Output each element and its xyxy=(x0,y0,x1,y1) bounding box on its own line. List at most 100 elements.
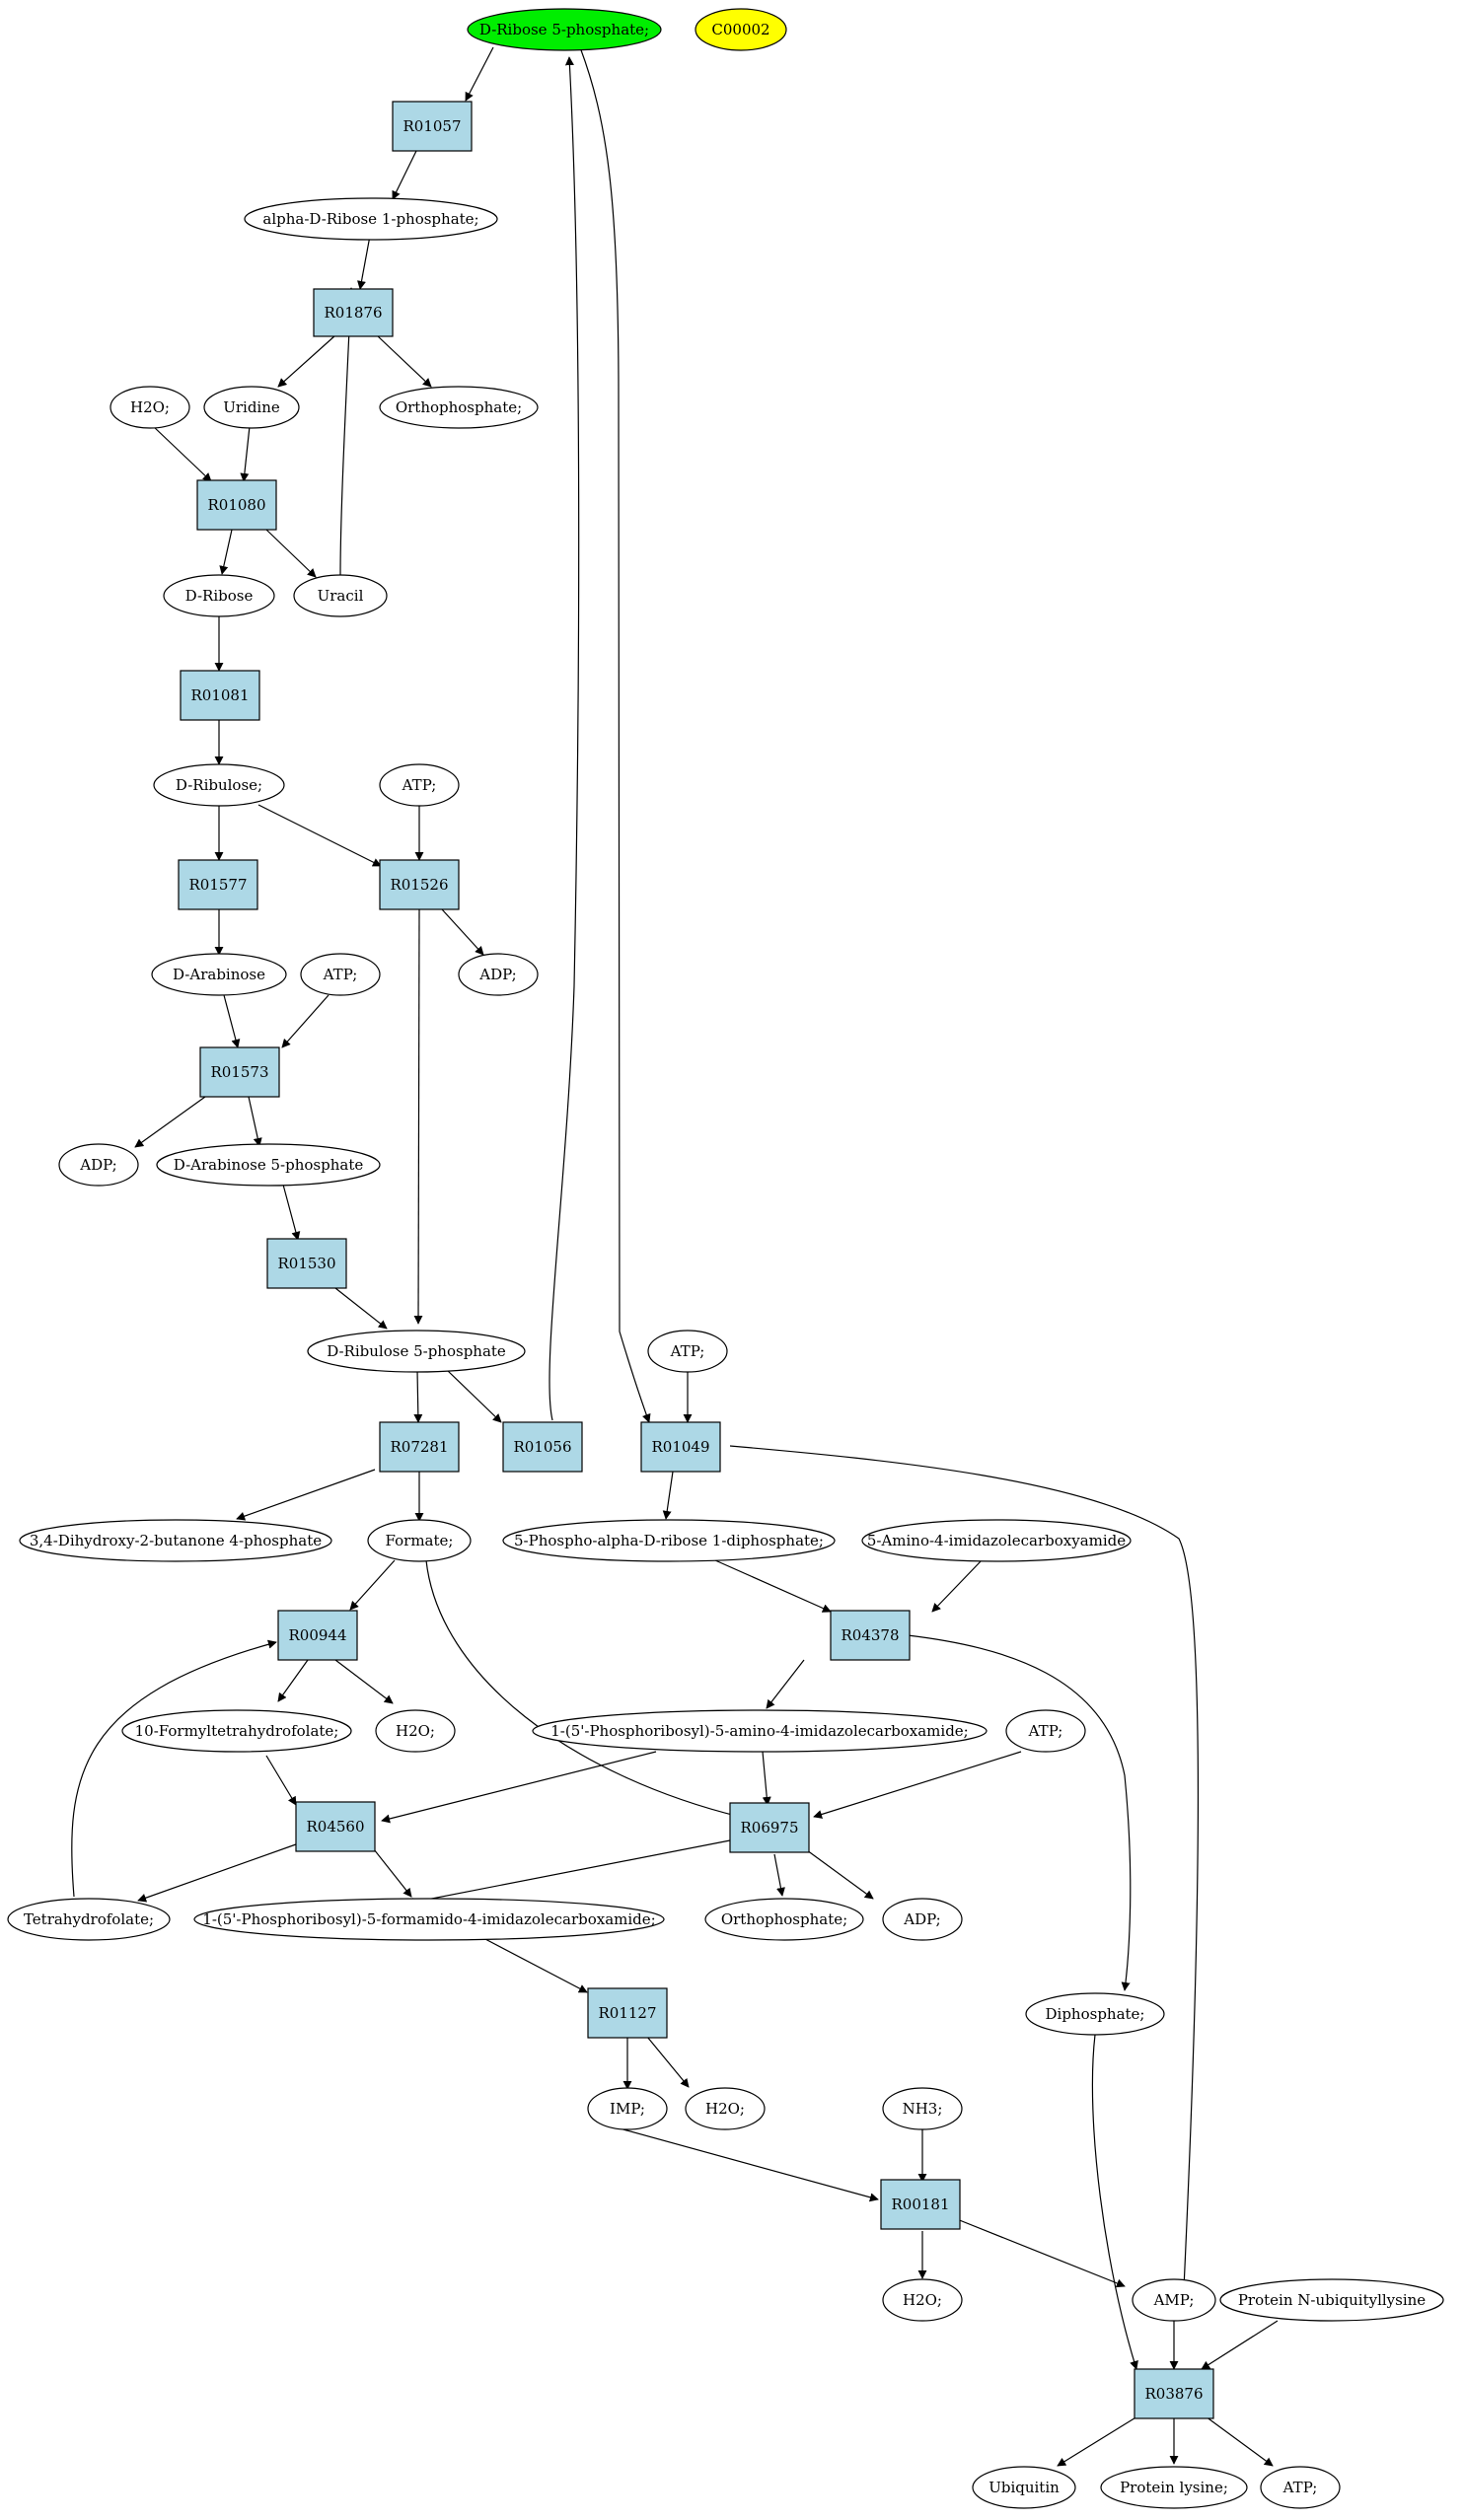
compound-node[interactable]: Orthophosphate; xyxy=(379,386,539,429)
compound-node[interactable]: D-Ribulose; xyxy=(153,763,285,807)
compound-node[interactable]: 1-(5'-Phosphoribosyl)-5-amino-4-imidazol… xyxy=(532,1709,988,1753)
compound-node[interactable]: ADP; xyxy=(882,1898,963,1941)
edge xyxy=(762,1751,771,1806)
reaction-label: R01056 xyxy=(513,1438,571,1456)
edge xyxy=(265,1755,297,1806)
reaction-label: R01081 xyxy=(190,686,249,704)
reaction-node[interactable]: R01080 xyxy=(196,479,277,531)
edge xyxy=(334,1287,388,1330)
compound-label: D-Arabinose xyxy=(173,966,265,983)
compound-node[interactable]: ATP; xyxy=(647,1330,728,1373)
compound-node[interactable]: 5-Phospho-alpha-D-ribose 1-diphosphate; xyxy=(502,1519,836,1562)
compound-node[interactable]: D-Arabinose 5-phosphate xyxy=(156,1143,381,1187)
reaction-node[interactable]: R01081 xyxy=(180,670,260,721)
compound-node[interactable]: ATP; xyxy=(379,763,460,807)
compound-label: Protein N-ubiquityllysine xyxy=(1238,2291,1426,2309)
reaction-node[interactable]: R01573 xyxy=(199,1046,280,1098)
compound-node[interactable]: Formate; xyxy=(367,1519,472,1562)
reaction-label: R03876 xyxy=(1144,2385,1203,2403)
reaction-label: R01057 xyxy=(403,117,461,135)
compound-node[interactable]: ATP; xyxy=(1260,2466,1341,2509)
edge xyxy=(381,1751,657,1824)
reaction-node[interactable]: R01049 xyxy=(640,1421,721,1473)
compound-node[interactable]: 1-(5'-Phosphoribosyl)-5-formamido-4-imid… xyxy=(193,1898,665,1941)
compound-node[interactable]: H2O; xyxy=(110,386,190,429)
compound-node[interactable]: Tetrahydrofolate; xyxy=(7,1898,171,1941)
reaction-label: R01127 xyxy=(598,2004,656,2022)
reaction-node[interactable]: R03876 xyxy=(1134,2368,1214,2419)
edge xyxy=(248,1096,262,1147)
compound-node[interactable]: Orthophosphate; xyxy=(704,1898,864,1941)
reaction-node[interactable]: R01056 xyxy=(502,1421,583,1473)
reaction-node[interactable]: R00181 xyxy=(880,2179,961,2230)
compound-node[interactable]: ADP; xyxy=(58,1143,139,1187)
compound-node[interactable]: Protein N-ubiquityllysine xyxy=(1219,2278,1444,2322)
edge xyxy=(441,908,484,956)
compound-node[interactable]: 10-Formyltetrahydrofolate; xyxy=(121,1709,352,1753)
edge xyxy=(357,235,371,290)
compound-label: ATP; xyxy=(402,776,437,794)
compound-node[interactable]: D-Ribose 5-phosphate; xyxy=(467,8,662,51)
edge xyxy=(907,1634,1132,1991)
compound-node[interactable]: ADP; xyxy=(458,953,539,996)
edge xyxy=(773,1853,785,1897)
compound-label: H2O; xyxy=(705,2100,745,2118)
reaction-node[interactable]: R01057 xyxy=(392,101,473,152)
compound-node[interactable]: Diphosphate; xyxy=(1025,1992,1165,2036)
compound-node[interactable]: ATP; xyxy=(1005,1709,1086,1753)
compound-node[interactable]: Ubiquitin xyxy=(972,2466,1076,2509)
edge xyxy=(425,1559,741,1820)
edge xyxy=(277,1659,309,1702)
compound-label: 10-Formyltetrahydrofolate; xyxy=(135,1722,339,1740)
compound-node[interactable]: Uridine xyxy=(203,386,300,429)
compound-node[interactable]: H2O; xyxy=(375,1709,456,1753)
reactions: R01057 R01876 R01080 R01081 R01577 R0152… xyxy=(178,101,1214,2419)
compound-label: D-Ribulose 5-phosphate xyxy=(327,1342,506,1360)
reaction-label: R01049 xyxy=(651,1438,709,1456)
compound-node[interactable]: IMP; xyxy=(587,2087,668,2130)
compound-node[interactable]: D-Ribose xyxy=(163,574,275,617)
compound-node[interactable]: NH3; xyxy=(882,2087,963,2130)
compound-node[interactable]: D-Arabinose xyxy=(151,953,287,996)
reaction-node[interactable]: R01876 xyxy=(313,288,394,337)
compound-node[interactable]: C00002 xyxy=(695,8,787,51)
reaction-node[interactable]: R04378 xyxy=(830,1610,911,1661)
compound-node[interactable]: AMP; xyxy=(1132,2278,1216,2322)
reaction-label: R00944 xyxy=(288,1626,346,1644)
compound-label: Uracil xyxy=(318,587,364,605)
reaction-node[interactable]: R01127 xyxy=(587,1987,668,2039)
compound-node[interactable]: 3,4-Dihydroxy-2-butanone 4-phosphate xyxy=(19,1519,332,1562)
edge xyxy=(714,1559,832,1613)
edge xyxy=(579,46,651,1423)
edge xyxy=(1201,2320,1279,2370)
edge xyxy=(257,804,382,867)
compound-node[interactable]: alpha-D-Ribose 1-phosphate; xyxy=(244,197,498,241)
compound-label: Tetrahydrofolate; xyxy=(24,1910,154,1928)
reaction-node[interactable]: R00944 xyxy=(277,1610,358,1661)
compound-label: 5-Phospho-alpha-D-ribose 1-diphosphate; xyxy=(514,1532,824,1549)
compound-node[interactable]: Uracil xyxy=(293,574,388,617)
compound-label: Diphosphate; xyxy=(1046,2005,1145,2023)
reaction-node[interactable]: R07281 xyxy=(379,1421,460,1473)
reaction-node[interactable]: R06975 xyxy=(729,1802,810,1853)
reaction-label: R01526 xyxy=(390,876,448,894)
edge xyxy=(219,529,233,575)
compound-node[interactable]: H2O; xyxy=(882,2278,963,2322)
compound-node[interactable]: Protein lysine; xyxy=(1100,2466,1248,2509)
compound-node[interactable]: ATP; xyxy=(300,953,381,996)
compound-label: ADP; xyxy=(903,1910,940,1928)
compound-node[interactable]: 5-Amino-4-imidazolecarboxyamide xyxy=(861,1519,1132,1562)
compound-label: H2O; xyxy=(130,398,170,416)
reaction-node[interactable]: R01526 xyxy=(379,859,460,910)
reaction-label: R01573 xyxy=(210,1063,268,1081)
edge xyxy=(482,1937,588,1993)
compound-label: AMP; xyxy=(1153,2291,1195,2309)
compound-node[interactable]: D-Ribulose 5-phosphate xyxy=(307,1330,526,1373)
reaction-node[interactable]: R04560 xyxy=(295,1801,376,1852)
reaction-node[interactable]: R01577 xyxy=(178,859,258,910)
compound-node[interactable]: H2O; xyxy=(685,2087,766,2130)
reaction-node[interactable]: R01530 xyxy=(266,1238,347,1289)
edge xyxy=(236,1469,376,1521)
compound-label: 1-(5'-Phosphoribosyl)-5-amino-4-imidazol… xyxy=(550,1722,969,1740)
